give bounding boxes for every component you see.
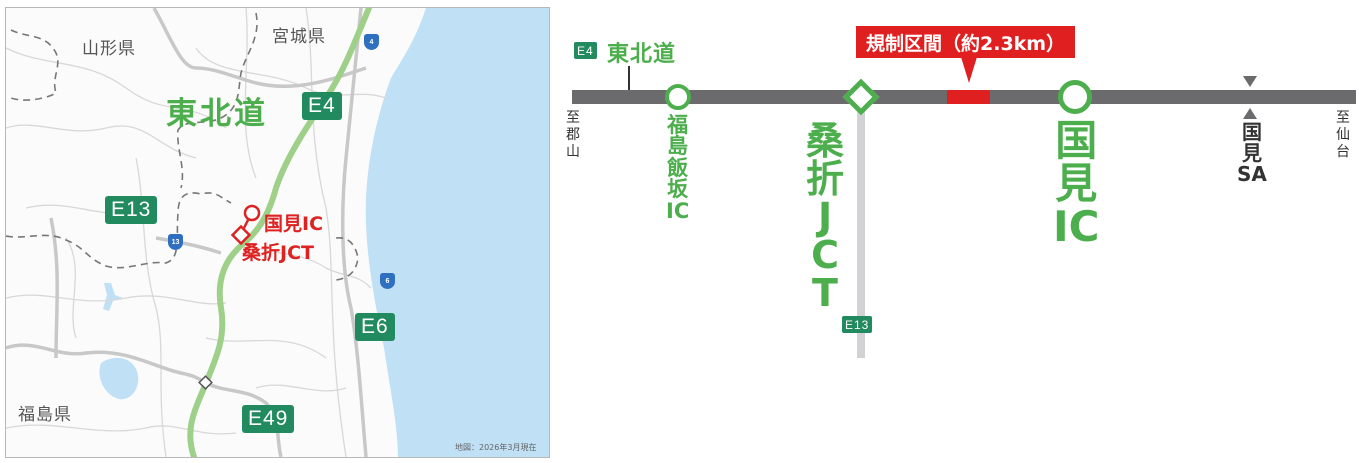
diagram-e4-sign: E4	[574, 42, 597, 59]
ic-circle-icon	[665, 84, 691, 110]
route-name-leader-line	[628, 66, 630, 94]
prefecture-yamagata: 山形県	[82, 39, 136, 59]
station-koori-jct: 桑 折 J C T	[806, 119, 845, 315]
station-fukushima-iizaka-ic: 福 島 飯 坂 IC	[666, 113, 690, 223]
sa-marker-up-icon	[1243, 108, 1257, 119]
station-kunimi-sa: 国 見 SA	[1237, 120, 1267, 186]
e13-branch-road	[857, 104, 865, 358]
map-base-graphic	[6, 8, 549, 457]
ic-circle-icon	[1058, 80, 1092, 114]
e49-sign: E49	[242, 405, 295, 433]
area-map: 山形県 宮城県 福島県 東北道 E4 E13 E6 E49 4 13 6 国見I…	[5, 7, 550, 458]
highlight-label-kunimi-ic: 国見IC	[264, 213, 324, 235]
direction-koriyama: 至 郡 山	[566, 110, 580, 160]
map-credit: 地図：2026年3月現在	[455, 443, 537, 452]
restriction-segment	[947, 90, 990, 104]
branch-e13-sign: E13	[842, 316, 873, 333]
diagram-route-name: 東北道	[607, 42, 677, 67]
expressway-name-label: 東北道	[166, 96, 268, 132]
route-diagram: E4 東北道 規制区間（約2.3km） 至 郡 山 至 仙 台 福 島 飯 坂 …	[560, 0, 1359, 463]
e13-sign: E13	[105, 196, 158, 224]
e4-sign: E4	[302, 92, 342, 120]
highlight-label-koori-jct: 桑折JCT	[242, 242, 314, 264]
restriction-callout-pointer	[961, 57, 977, 83]
direction-sendai: 至 仙 台	[1336, 110, 1350, 160]
prefecture-miyagi: 宮城県	[272, 27, 326, 47]
jct-diamond-icon	[842, 78, 880, 116]
sa-marker-down-icon	[1243, 76, 1257, 87]
prefecture-fukushima: 福島県	[18, 405, 72, 425]
route-6-shield-icon: 6	[380, 273, 395, 289]
e6-sign: E6	[355, 313, 395, 341]
route-13-shield-icon: 13	[168, 234, 183, 250]
station-kunimi-ic: 国 見 IC	[1053, 116, 1100, 251]
restriction-callout: 規制区間（約2.3km）	[856, 26, 1076, 58]
route-4-shield-icon: 4	[364, 34, 379, 50]
